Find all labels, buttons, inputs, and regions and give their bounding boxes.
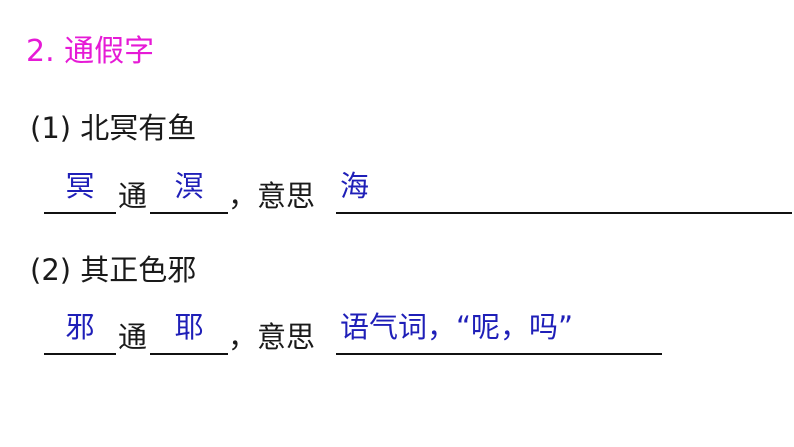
item-1-title: (1) 北冥有鱼 bbox=[30, 111, 197, 145]
item-2-meaning-label: ，意思 bbox=[228, 320, 316, 354]
item-1-meaning-blank: 海 bbox=[336, 169, 792, 214]
item-2-original-blank: 邪 bbox=[44, 310, 116, 355]
section-heading: 2. 通假字 bbox=[26, 32, 154, 72]
item-2-meaning-blank: 语气词，“呢，吗” bbox=[336, 310, 662, 355]
item-1-replacement-char: 溟 bbox=[174, 169, 204, 203]
item-1-original-blank: 冥 bbox=[44, 169, 116, 214]
item-2-tong-label: 通 bbox=[118, 320, 148, 354]
item-1-meaning-label: ，意思 bbox=[228, 179, 316, 213]
item-1-tong-label: 通 bbox=[118, 179, 148, 213]
item-2-replacement-char: 耶 bbox=[174, 310, 204, 344]
item-1-original-char: 冥 bbox=[65, 169, 95, 203]
section-title: 通假字 bbox=[64, 34, 155, 69]
item-2-replacement-blank: 耶 bbox=[150, 310, 228, 355]
item-1-replacement-blank: 溟 bbox=[150, 169, 228, 214]
item-2-original-char: 邪 bbox=[65, 310, 95, 344]
item-1-meaning: 海 bbox=[340, 169, 370, 203]
section-number: 2. bbox=[26, 34, 55, 69]
item-2-title: (2) 其正色邪 bbox=[30, 253, 197, 287]
item-2-meaning: 语气词，“呢，吗” bbox=[340, 310, 574, 344]
